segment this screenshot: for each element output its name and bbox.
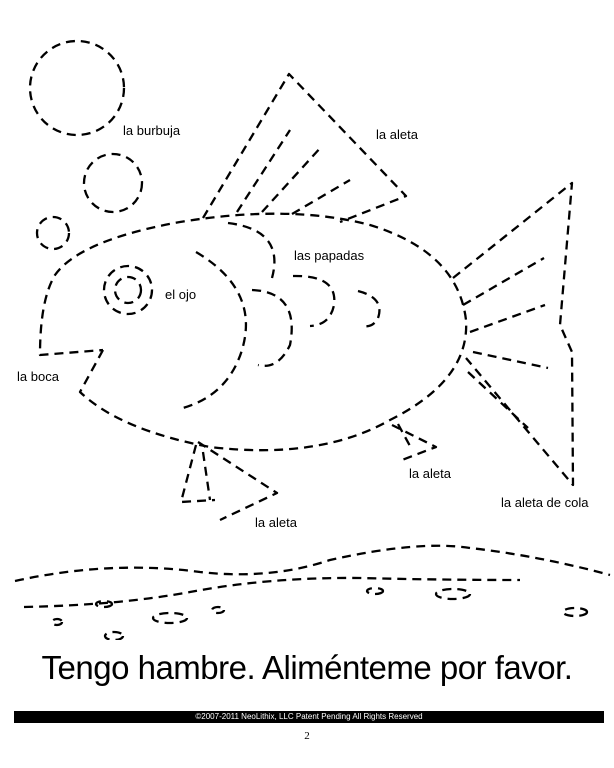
page-title: Tengo hambre. Aliménteme por favor. (41, 649, 573, 686)
label-top-fin: la aleta (376, 127, 418, 142)
label-tail-fin: la aleta de cola (501, 495, 589, 510)
bubble-medium (82, 152, 144, 214)
top-fin (202, 72, 408, 224)
bubble-small (35, 215, 71, 251)
bubble-large (28, 39, 126, 137)
lower-left-fin (179, 441, 279, 522)
copyright-bar: ©2007-2011 NeoLithix, LLC Patent Pending… (14, 711, 604, 723)
eye (102, 264, 154, 316)
tail-fin (452, 181, 575, 487)
page-number: 2 (304, 730, 310, 742)
label-gills: las papadas (294, 248, 365, 263)
copyright-text: ©2007-2011 NeoLithix, LLC Patent Pending… (195, 712, 423, 721)
label-lower-left-fin: la aleta (255, 515, 297, 530)
bubbles (28, 39, 144, 251)
lower-right-fin (391, 423, 438, 462)
fish-tracing-illustration (14, 39, 611, 640)
label-eye: el ojo (165, 287, 197, 302)
sea-floor (14, 544, 611, 640)
label-mouth: la boca (17, 369, 59, 384)
gills (182, 221, 381, 410)
label-bubble: la burbuja (123, 123, 181, 138)
fish-body (38, 212, 468, 452)
label-lower-right-fin: la aleta (409, 466, 451, 481)
